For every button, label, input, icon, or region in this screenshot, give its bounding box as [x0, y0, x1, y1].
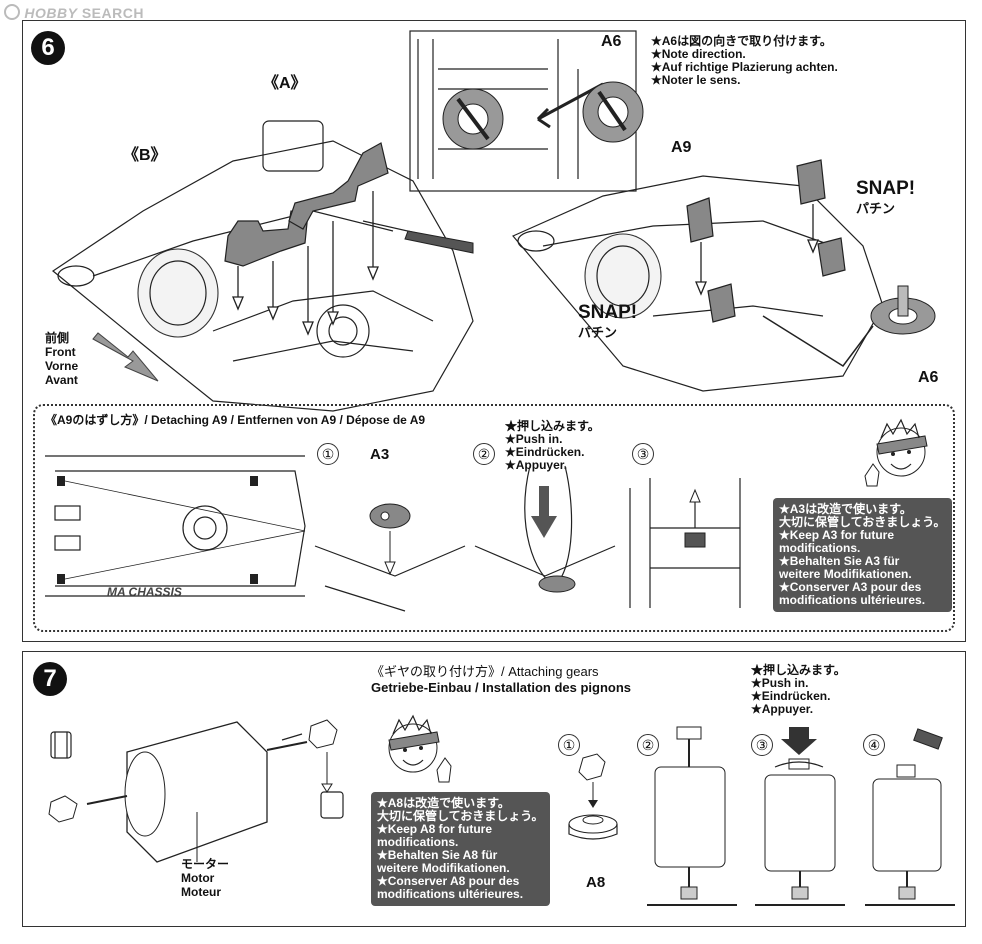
- snap-label-right: SNAP! パチン: [856, 179, 915, 219]
- keep-a3-jp2: 大切に保管しておきましょう。: [779, 515, 946, 529]
- direction-note-en: ★Note direction.: [651, 47, 746, 61]
- front-label-de: Vorne: [45, 359, 79, 373]
- snap-right-en: SNAP!: [856, 178, 916, 199]
- detach-step-3: ③: [632, 443, 654, 465]
- gears-push-de: ★Eindrücken.: [751, 689, 831, 703]
- keep-a8-fr1: ★Conserver A8 pour des: [377, 874, 520, 888]
- watermark-logo: HOBBY SEARCH: [4, 4, 144, 21]
- gear-step-1: ①: [558, 734, 580, 756]
- part-a-label: 《A》: [263, 75, 307, 92]
- keep-a3-fr1: ★Conserver A3 pour des: [779, 580, 922, 594]
- keep-a3-note: ★A3は改造で使います。 大切に保管しておきましょう。 ★Keep A3 for…: [773, 498, 952, 612]
- direction-note: ★A6は図の向きで取り付けます。 ★Note direction. ★Auf r…: [651, 35, 838, 87]
- keep-a8-en2: modifications.: [377, 835, 459, 849]
- gear-step-4-illustration: [865, 728, 955, 906]
- keep-a3-en1: ★Keep A3 for future: [779, 528, 894, 542]
- step6-number: 6: [31, 31, 65, 65]
- a6-part-loose: [582, 81, 644, 143]
- step6-left-chassis-illustration: [51, 120, 474, 412]
- front-label-fr: Avant: [45, 373, 78, 387]
- motor-illustration: [48, 719, 344, 863]
- motor-label-fr: Moteur: [181, 885, 221, 899]
- detach-step-1: ①: [317, 443, 339, 465]
- keep-a3-en2: modifications.: [779, 541, 861, 555]
- keep-a8-de2: weitere Modifikationen.: [377, 861, 510, 875]
- direction-note-jp: ★A6は図の向きで取り付けます。: [651, 34, 832, 48]
- direction-note-de: ★Auf richtige Plazierung achten.: [651, 60, 838, 74]
- gear-step-2-illustration: [647, 726, 737, 906]
- watermark-brand-left: HOBBY: [24, 5, 78, 21]
- gears-push-en: ★Push in.: [751, 676, 809, 690]
- gear-step-4: ④: [863, 734, 885, 756]
- detach-step-2: ②: [473, 443, 495, 465]
- keep-a8-de1: ★Behalten Sie A8 für: [377, 848, 498, 862]
- gears-title: 《ギヤの取り付け方》/ Attaching gears Getriebe-Ein…: [371, 664, 631, 696]
- gears-title-line2: Getriebe-Einbau / Installation des pigno…: [371, 680, 632, 695]
- front-label-en: Front: [45, 345, 76, 359]
- motor-label: モーター Motor Moteur: [181, 857, 229, 899]
- detach-push-en: ★Push in.: [505, 432, 563, 446]
- keep-a8-en1: ★Keep A8 for future: [377, 822, 492, 836]
- detach-a9-title: 《A9のはずし方》/ Detaching A9 / Entfernen von …: [45, 413, 426, 427]
- a3-label: A3: [370, 446, 390, 463]
- gears-push-fr: ★Appuyer.: [751, 702, 814, 716]
- motor-label-en: Motor: [181, 871, 215, 885]
- snap-label-left: SNAP! パチン: [578, 303, 637, 343]
- step6-right-chassis-illustration: [512, 159, 936, 392]
- gears-push-note: ★押し込みます。 ★Push in. ★Eindrücken. ★Appuyer…: [751, 664, 846, 716]
- detach-push-note: ★押し込みます。 ★Push in. ★Eindrücken. ★Appuyer…: [505, 420, 600, 472]
- a9-label: A9: [671, 139, 692, 156]
- gears-title-line1: 《ギヤの取り付け方》/ Attaching gears: [371, 664, 599, 679]
- chassis-bottom-view: [45, 455, 306, 597]
- gear-step-3: ③: [751, 734, 773, 756]
- detach-push-de: ★Eindrücken.: [505, 445, 585, 459]
- a6-label-top: A6: [601, 33, 622, 50]
- keep-a3-de1: ★Behalten Sie A3 für: [779, 554, 900, 568]
- detach-step-2-illustration: [474, 465, 616, 593]
- snap-left-jp: パチン: [578, 325, 618, 340]
- snap-left-en: SNAP!: [578, 302, 638, 323]
- detach-a9-box: 《A9のはずし方》/ Detaching A9 / Entfernen von …: [33, 404, 955, 632]
- gears-push-jp: ★押し込みます。: [751, 663, 846, 677]
- keep-a8-jp2: 大切に保管しておきましょう。: [377, 809, 544, 823]
- detach-step-3-illustration: [629, 478, 741, 608]
- detach-step-1-illustration: [314, 503, 466, 612]
- keep-a8-jp1: ★A8は改造で使います。: [377, 796, 510, 810]
- gear-step-2: ②: [637, 734, 659, 756]
- front-label-jp: 前側: [45, 331, 70, 345]
- a6-direction-inset: [409, 30, 637, 192]
- watermark-brand-right: SEARCH: [81, 5, 144, 21]
- a8-label: A8: [586, 874, 606, 891]
- direction-note-fr: ★Noter le sens.: [651, 73, 741, 87]
- a6-label-bottom: A6: [918, 369, 939, 386]
- mascot-illustration-bottom: [388, 714, 452, 783]
- part-b-label: 《B》: [123, 147, 167, 164]
- snap-right-jp: パチン: [856, 201, 896, 216]
- keep-a8-fr2: modifications ultérieures.: [377, 887, 524, 901]
- detach-push-fr: ★Appuyer.: [505, 458, 568, 472]
- keep-a8-note: ★A8は改造で使います。 大切に保管しておきましょう。 ★Keep A8 for…: [371, 792, 550, 906]
- step7-number: 7: [33, 662, 67, 696]
- keep-a3-de2: weitere Modifikationen.: [779, 567, 912, 581]
- step6-panel: 6 《A》 《B》 前側 Front: [22, 20, 966, 642]
- keep-a3-fr2: modifications ultérieures.: [779, 593, 926, 607]
- mascot-illustration-top: [864, 418, 928, 487]
- step7-panel: 7 モーター Motor Moteur 《ギヤの取り付け方》/ Attachin…: [22, 651, 966, 927]
- motor-label-jp: モーター: [181, 857, 230, 871]
- front-direction-label: 前側 Front Vorne Avant: [45, 331, 78, 387]
- chassis-logo: MA CHASSIS: [107, 585, 182, 599]
- detach-push-jp: ★押し込みます。: [505, 419, 600, 433]
- gear-step-3-illustration: [755, 727, 845, 906]
- keep-a3-jp1: ★A3は改造で使います。: [779, 502, 912, 516]
- gear-step-1-illustration: [568, 753, 618, 840]
